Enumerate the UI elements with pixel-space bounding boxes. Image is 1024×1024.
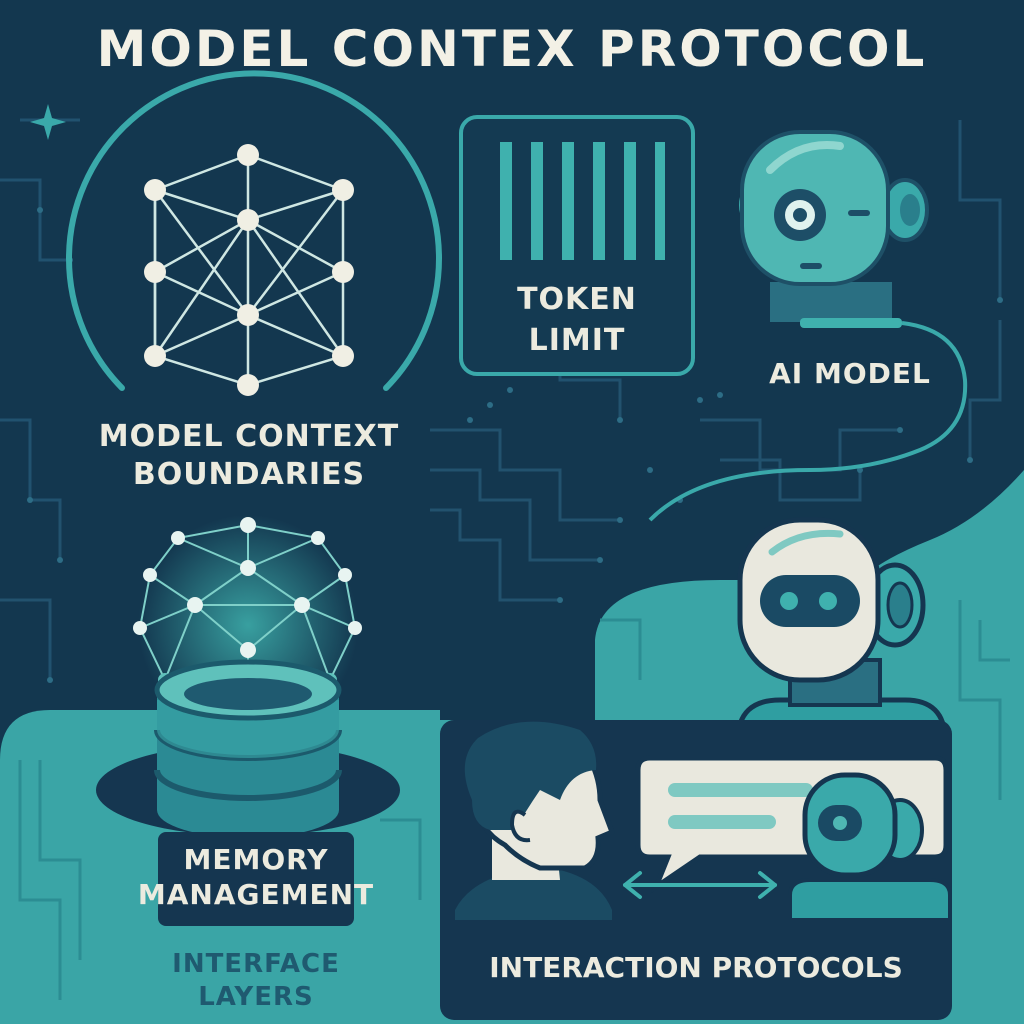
- interface-layers-label: INTERFACE LAYERS: [140, 948, 372, 1013]
- memory-label-line2: MANAGEMENT: [137, 878, 375, 911]
- memory-management-label: MEMORY MANAGEMENT: [120, 842, 392, 912]
- page-title: MODEL CONTEX PROTOCOL: [96, 20, 928, 78]
- token-label-line2: LIMIT: [528, 322, 626, 358]
- token-limit-label: TOKEN LIMIT: [470, 280, 684, 361]
- memory-network-icon: [133, 517, 362, 702]
- person-icon: [455, 721, 616, 920]
- robot-icon: [739, 130, 929, 328]
- model-context-boundaries-label: MODEL CONTEXT BOUNDARIES: [88, 418, 410, 493]
- boundaries-label-line1: MODEL CONTEXT: [98, 419, 400, 454]
- teal-circuit-traces: [18, 600, 1010, 1000]
- memory-label-panel: [158, 832, 354, 926]
- boundary-arc: [66, 70, 442, 391]
- small-robot-icon: [788, 772, 952, 922]
- memory-label-line1: MEMORY: [183, 843, 329, 876]
- token-label-line1: TOKEN: [517, 282, 637, 317]
- sparkle-icon: [30, 104, 66, 140]
- interface-label-line2: LAYERS: [198, 981, 314, 1012]
- boundaries-label-line2: BOUNDARIES: [132, 456, 366, 492]
- token-bars-icon: [500, 142, 665, 260]
- network-icon: [144, 144, 354, 396]
- interface-label-line1: INTERFACE: [172, 949, 340, 979]
- database-icon: [154, 659, 342, 838]
- interaction-protocols-label: INTERACTION PROTOCOLS: [489, 951, 903, 984]
- ai-model-label: AI MODEL: [769, 357, 931, 390]
- bidirectional-arrow-icon: [623, 871, 777, 899]
- connector-cable: [648, 321, 968, 522]
